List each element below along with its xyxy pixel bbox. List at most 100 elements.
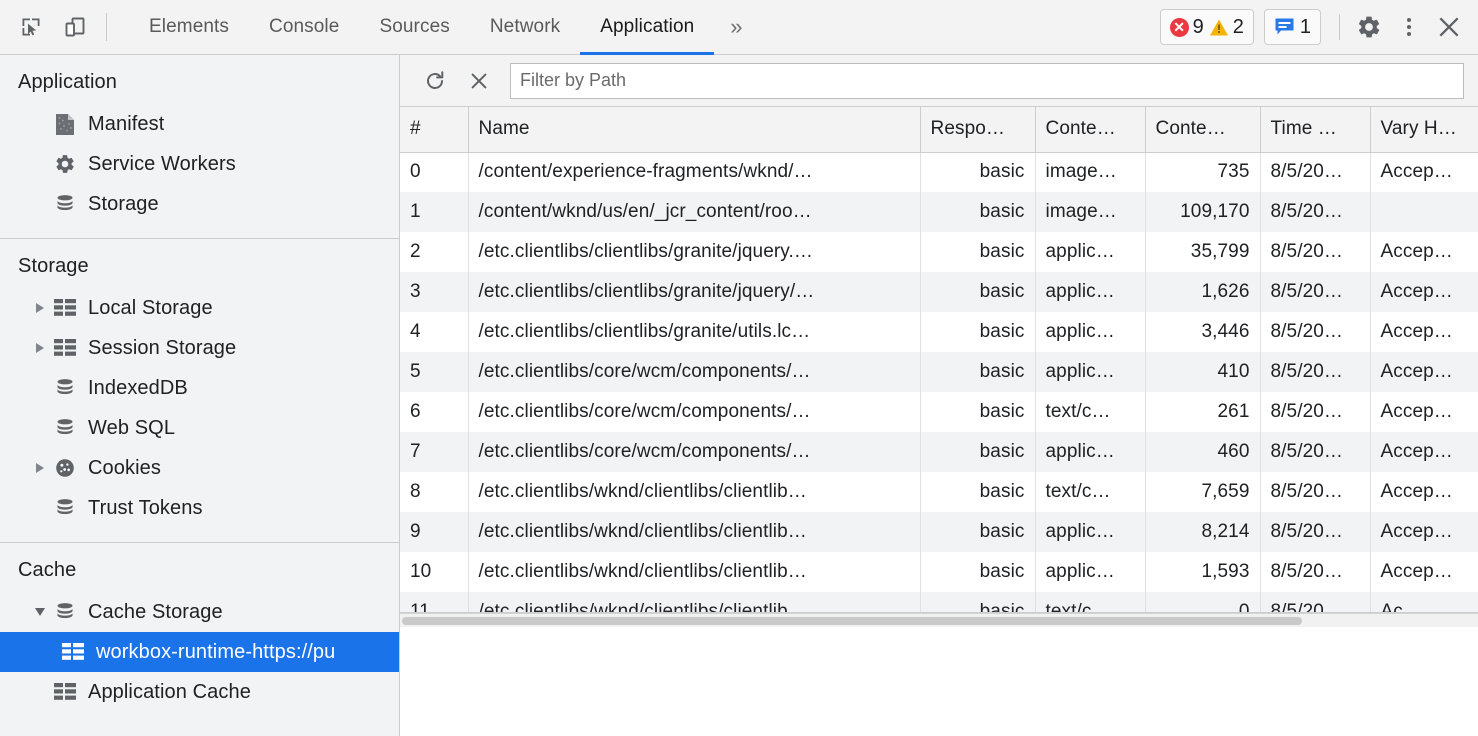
cell-index: 9 (400, 512, 469, 552)
sidebar-section-application: Application (0, 55, 399, 239)
inspect-element-icon[interactable] (12, 8, 50, 46)
table-row[interactable]: 6 /etc.clientlibs/core/wcm/components/… … (400, 392, 1478, 432)
column-header-content-type[interactable]: Conte… (1035, 107, 1146, 153)
more-tabs-chevron-icon[interactable]: » (730, 14, 743, 39)
tab-application[interactable]: Application (580, 0, 715, 55)
cell-name: /etc.clientlibs/wknd/clientlibs/clientli… (468, 472, 921, 512)
table-row[interactable]: 3 /etc.clientlibs/clientlibs/granite/jqu… (400, 272, 1478, 312)
table-row[interactable]: 10 /etc.clientlibs/wknd/clientlibs/clien… (400, 552, 1478, 592)
sidebar-item-local-storage-label: Local Storage (88, 296, 213, 319)
table-row[interactable]: 8 /etc.clientlibs/wknd/clientlibs/client… (400, 472, 1478, 512)
sidebar-item-session-storage[interactable]: Session Storage (0, 328, 399, 368)
tab-console[interactable]: Console (249, 0, 359, 54)
cell-response-type: basic (920, 392, 1036, 432)
issues-message-counter[interactable]: 1 (1263, 9, 1321, 45)
cell-time-cached: 8/5/20… (1260, 552, 1371, 592)
database-icon (52, 600, 78, 624)
close-icon[interactable] (1430, 8, 1468, 46)
device-toolbar-icon[interactable] (56, 8, 94, 46)
cell-index: 8 (400, 472, 469, 512)
kebab-menu-icon[interactable] (1390, 8, 1428, 46)
database-icon (52, 192, 78, 216)
tab-sources[interactable]: Sources (359, 0, 469, 54)
cell-time-cached: 8/5/20… (1260, 192, 1371, 232)
table-row[interactable]: 4 /etc.clientlibs/clientlibs/granite/uti… (400, 312, 1478, 352)
tab-sources-label: Sources (379, 16, 450, 37)
sidebar-section-title-storage: Storage (18, 255, 89, 277)
sidebar-item-trust-tokens[interactable]: Trust Tokens (0, 488, 399, 528)
tab-elements-label: Elements (149, 16, 230, 37)
collapse-twisty-icon[interactable] (30, 608, 50, 616)
tab-elements[interactable]: Elements (129, 0, 249, 54)
cache-toolbar (400, 55, 1478, 107)
column-header-name[interactable]: Name (468, 107, 921, 153)
refresh-icon[interactable] (418, 64, 452, 98)
cell-response-type: basic (920, 192, 1036, 232)
sidebar-item-web-sql[interactable]: Web SQL (0, 408, 399, 448)
cell-response-type: basic (920, 352, 1036, 392)
sidebar-item-workbox-runtime-cache-label: workbox-runtime-https://pu (96, 640, 336, 663)
cell-content-length: 3,446 (1145, 312, 1261, 352)
cell-response-type: basic (920, 592, 1036, 612)
cookie-icon (52, 456, 78, 480)
tab-application-label: Application (600, 16, 695, 37)
sidebar-item-application-cache[interactable]: Application Cache (0, 672, 399, 712)
devtools-main-toolbar: Elements Console Sources Network Applica… (0, 0, 1478, 55)
table-grid-icon (60, 640, 86, 664)
column-header-vary-header[interactable]: Vary H… (1370, 107, 1478, 153)
gear-icon[interactable] (1350, 8, 1388, 46)
cell-response-type: basic (920, 312, 1036, 352)
cell-content-type: applic… (1035, 352, 1146, 392)
sidebar-item-cookies[interactable]: Cookies (0, 448, 399, 488)
sidebar-item-indexeddb[interactable]: IndexedDB (0, 368, 399, 408)
sidebar-item-manifest[interactable]: Manifest (0, 104, 399, 144)
expand-twisty-icon[interactable] (30, 343, 50, 353)
table-grid-icon (52, 336, 78, 360)
table-row[interactable]: 2 /etc.clientlibs/clientlibs/granite/jqu… (400, 232, 1478, 272)
cell-vary-header: Accep… (1380, 321, 1453, 342)
cell-time-cached: 8/5/20… (1260, 592, 1371, 612)
cell-time-cached: 8/5/20… (1260, 432, 1371, 472)
scrollbar-thumb[interactable] (402, 617, 1302, 625)
cell-content-type: text/c… (1035, 392, 1146, 432)
cache-entries-table-container[interactable]: # Name Respo… Conte… Conte… Time … Vary … (400, 107, 1478, 613)
column-header-time-cached[interactable]: Time … (1260, 107, 1371, 153)
cell-content-type: applic… (1035, 432, 1146, 472)
delete-x-icon[interactable] (462, 64, 496, 98)
column-header-index[interactable]: # (400, 107, 469, 153)
cell-content-type: applic… (1035, 272, 1146, 312)
issue-counters[interactable]: ✕ 9 2 (1159, 9, 1254, 45)
sidebar-item-cookies-label: Cookies (88, 456, 161, 479)
sidebar-item-workbox-runtime-cache[interactable]: workbox-runtime-https://pu (0, 632, 399, 672)
cell-index: 0 (400, 152, 469, 192)
cell-content-length: 261 (1145, 392, 1261, 432)
tab-network-label: Network (489, 16, 561, 37)
filter-by-path-input[interactable] (510, 62, 1464, 99)
expand-twisty-icon[interactable] (30, 303, 50, 313)
sidebar-item-cache-storage[interactable]: Cache Storage (0, 592, 399, 632)
table-row[interactable]: 7 /etc.clientlibs/core/wcm/components/… … (400, 432, 1478, 472)
table-row[interactable]: 1 /content/wknd/us/en/_jcr_content/roo… … (400, 192, 1478, 232)
cell-name: /etc.clientlibs/clientlibs/granite/jquer… (468, 232, 921, 272)
column-header-response-type[interactable]: Respo… (920, 107, 1036, 153)
table-row[interactable]: 0 /content/experience-fragments/wknd/… b… (400, 152, 1478, 192)
column-header-content-length[interactable]: Conte… (1145, 107, 1261, 153)
cell-name: /etc.clientlibs/wknd/clientlibs/clientli… (468, 512, 921, 552)
cell-index: 6 (400, 392, 469, 432)
cell-content-type: applic… (1035, 232, 1146, 272)
expand-twisty-icon[interactable] (30, 463, 50, 473)
table-row[interactable]: 11 /etc.clientlibs/wknd/clientlibs/clien… (400, 592, 1478, 612)
sidebar-item-storage[interactable]: Storage (0, 184, 399, 224)
warning-counter[interactable]: 2 (1209, 17, 1244, 37)
table-row[interactable]: 9 /etc.clientlibs/wknd/clientlibs/client… (400, 512, 1478, 552)
cell-time-cached: 8/5/20… (1260, 312, 1371, 352)
table-row[interactable]: 5 /etc.clientlibs/core/wcm/components/… … (400, 352, 1478, 392)
sidebar-item-local-storage[interactable]: Local Storage (0, 288, 399, 328)
cell-response-type: basic (920, 552, 1036, 592)
cell-name: /etc.clientlibs/core/wcm/components/… (468, 392, 921, 432)
sidebar-section-title-application: Application (18, 71, 117, 93)
tab-network[interactable]: Network (470, 0, 580, 54)
sidebar-item-service-workers[interactable]: Service Workers (0, 144, 399, 184)
error-counter[interactable]: ✕ 9 (1169, 17, 1204, 37)
table-horizontal-scrollbar[interactable] (400, 613, 1478, 627)
